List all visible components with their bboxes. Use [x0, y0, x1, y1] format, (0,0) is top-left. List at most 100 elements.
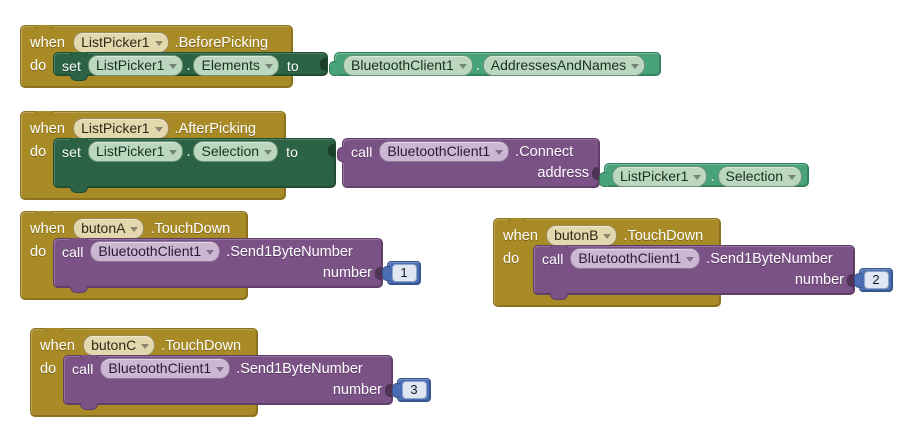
set-label: set [62, 143, 81, 160]
component-dropdown-label: ListPicker1 [81, 34, 150, 50]
component-dropdown-listpicker1[interactable]: ListPicker1 [73, 118, 169, 139]
event-name-label: .AfterPicking [174, 120, 256, 137]
call-component-label: BluetoothClient1 [98, 243, 202, 259]
number-field[interactable]: 1 [391, 264, 417, 282]
arg-socket-number [385, 384, 392, 397]
caret-down-icon [169, 149, 178, 155]
caret-down-icon [495, 149, 504, 155]
when-label: when [30, 120, 66, 137]
event-name-label: .TouchDown [623, 227, 704, 244]
component-dropdown-label: ListPicker1 [81, 120, 150, 136]
caret-down-icon [631, 63, 640, 69]
call-component-dropdown-bluetoothclient1[interactable]: BluetoothClient1 [100, 358, 231, 379]
call-component-dropdown-bluetoothclient1[interactable]: BluetoothClient1 [570, 248, 701, 269]
number-block-1[interactable]: 1 [382, 261, 421, 285]
component-dropdown-label: butonB [554, 227, 599, 243]
getter-component-dropdown-bluetoothclient1[interactable]: BluetoothClient1 [343, 55, 473, 76]
caret-down-icon [154, 126, 163, 132]
dot-separator: . [475, 57, 480, 74]
call-method-label: .Send1ByteNumber [706, 250, 833, 267]
arg-label-number: number [332, 382, 382, 398]
getter-component-label: ListPicker1 [620, 168, 689, 184]
getter-component-label: BluetoothClient1 [351, 57, 454, 73]
getter-property-label: AddressesAndNames [490, 57, 627, 73]
setter-component-dropdown-listpicker1[interactable]: ListPicker1 [87, 141, 184, 162]
component-dropdown-butonc[interactable]: butonC [83, 335, 156, 356]
setter-component-label: ListPicker1 [95, 143, 165, 159]
component-dropdown-listpicker1[interactable]: ListPicker1 [73, 32, 169, 53]
caret-down-icon [686, 256, 695, 262]
number-block-2[interactable]: 2 [854, 268, 893, 292]
setter-block-listpicker1-selection[interactable]: set ListPicker1 . Selection to [53, 138, 336, 193]
do-label: do [40, 361, 57, 377]
do-label: do [30, 244, 47, 260]
arg-label-number: number [322, 265, 372, 281]
when-label: when [30, 34, 66, 51]
call-method-label: .Send1ByteNumber [226, 243, 353, 260]
setter-property-dropdown-selection[interactable]: Selection [193, 141, 279, 162]
value-socket [328, 144, 335, 157]
setter-component-label: ListPicker1 [95, 57, 165, 73]
to-label: to [286, 57, 299, 74]
call-component-label: BluetoothClient1 [578, 250, 682, 266]
call-method-label: .Send1ByteNumber [236, 360, 363, 377]
getter-property-dropdown-selection[interactable]: Selection [717, 166, 803, 187]
arg-label-number: number [794, 272, 844, 288]
when-label: when [30, 220, 66, 237]
setter-property-dropdown-elements[interactable]: Elements [193, 55, 279, 76]
call-method-label: .Connect [515, 143, 574, 160]
caret-down-icon [169, 63, 178, 69]
call-block-bluetoothclient1-send1bytenumber-b[interactable]: call BluetoothClient1 .Send1ByteNumber n… [533, 245, 855, 300]
call-block-bluetoothclient1-send1bytenumber-c[interactable]: call BluetoothClient1 .Send1ByteNumber n… [63, 355, 393, 410]
event-name-label: .TouchDown [150, 220, 231, 237]
call-component-dropdown-bluetoothclient1[interactable]: BluetoothClient1 [90, 241, 221, 262]
to-label: to [286, 143, 298, 160]
call-component-label: BluetoothClient1 [387, 143, 491, 159]
value-socket [320, 58, 327, 71]
call-block-bluetoothclient1-send1bytenumber-a[interactable]: call BluetoothClient1 .Send1ByteNumber n… [53, 238, 383, 293]
arg-socket-number [375, 267, 382, 280]
caret-down-icon [154, 40, 163, 46]
call-label: call [72, 360, 94, 377]
arg-label-address: address [537, 165, 589, 181]
call-label: call [62, 243, 84, 260]
number-field[interactable]: 2 [863, 271, 889, 289]
component-dropdown-label: butonA [81, 220, 126, 236]
caret-down-icon [216, 366, 225, 372]
getter-property-dropdown-addressesandnames[interactable]: AddressesAndNames [482, 55, 646, 76]
getter-block-bluetoothclient1-addressesandnames[interactable]: BluetoothClient1 . AddressesAndNames [329, 52, 661, 76]
getter-property-label: Selection [725, 168, 784, 184]
caret-down-icon [264, 149, 273, 155]
setter-block-listpicker1-elements[interactable]: set ListPicker1 . Elements to [53, 52, 328, 81]
component-dropdown-label: butonC [91, 337, 137, 353]
caret-down-icon [141, 343, 150, 349]
dot-separator: . [186, 143, 191, 160]
do-label: do [503, 251, 520, 267]
getter-block-listpicker1-selection[interactable]: ListPicker1 . Selection [599, 163, 809, 187]
call-component-dropdown-bluetoothclient1[interactable]: BluetoothClient1 [379, 141, 510, 162]
when-label: when [40, 337, 76, 354]
event-name-label: .BeforePicking [174, 34, 269, 51]
dot-separator: . [710, 168, 715, 185]
set-label: set [62, 57, 81, 74]
number-field[interactable]: 3 [401, 381, 427, 399]
dot-separator: . [186, 57, 191, 74]
caret-down-icon [264, 63, 273, 69]
event-name-label: .TouchDown [161, 337, 242, 354]
caret-down-icon [130, 226, 139, 232]
component-dropdown-butona[interactable]: butonA [73, 218, 145, 239]
caret-down-icon [206, 249, 215, 255]
setter-property-label: Elements [201, 57, 260, 73]
setter-component-dropdown-listpicker1[interactable]: ListPicker1 [87, 55, 184, 76]
caret-down-icon [693, 174, 702, 180]
caret-down-icon [458, 63, 467, 69]
component-dropdown-butonb[interactable]: butonB [546, 225, 618, 246]
caret-down-icon [603, 233, 612, 239]
do-label: do [30, 58, 47, 74]
call-label: call [542, 250, 564, 267]
call-block-bluetoothclient1-connect[interactable]: call BluetoothClient1 .Connect address [337, 138, 600, 188]
getter-component-dropdown-listpicker1[interactable]: ListPicker1 [612, 166, 708, 187]
number-block-3[interactable]: 3 [392, 378, 431, 402]
do-label: do [30, 144, 47, 160]
